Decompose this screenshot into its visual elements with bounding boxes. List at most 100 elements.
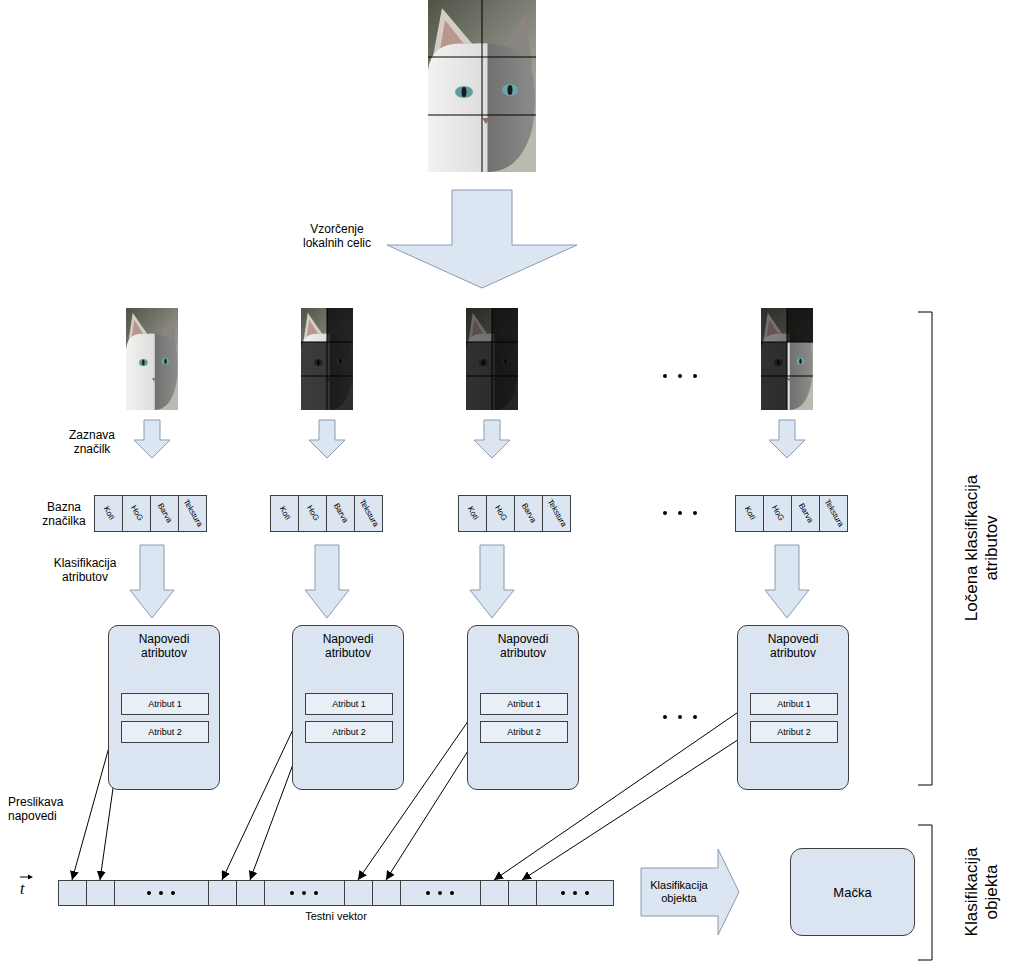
feature-cell: Tekstura xyxy=(354,495,383,532)
ellipsis-dot xyxy=(663,715,667,719)
feature-cell: Tekstura xyxy=(542,495,571,532)
panel-title: Napovedi atributov xyxy=(476,632,570,660)
feature-name: Barva xyxy=(155,502,173,525)
feature-cell: Koti xyxy=(94,495,123,532)
feature-cell: HoG xyxy=(763,495,792,532)
attribute-name: Atribut 1 xyxy=(507,699,541,710)
feature-name: Koti xyxy=(465,505,480,521)
feature-name: Tekstura xyxy=(545,498,568,529)
feature-name: Koti xyxy=(742,505,757,521)
cell-thumbnail xyxy=(301,308,353,410)
attribute-box: Atribut 2 xyxy=(121,721,209,743)
feature-name: Koti xyxy=(277,505,292,521)
flow-arrow xyxy=(765,545,809,618)
ellipsis-dot xyxy=(663,374,667,378)
attribute-name: Atribut 1 xyxy=(777,699,811,710)
attribute-box: Atribut 1 xyxy=(121,693,209,715)
cell-thumbnail xyxy=(761,308,813,410)
feature-cell: Koti xyxy=(458,495,487,532)
attribute-name: Atribut 2 xyxy=(777,727,811,738)
arrow-label: Klasifikacija objekta xyxy=(649,879,710,905)
feature-cell: Koti xyxy=(735,495,764,532)
panel-title: Napovedi atributov xyxy=(301,632,395,660)
bracket-label: Ločena klasifikacija atributov xyxy=(962,448,1002,648)
attribute-name: Atribut 2 xyxy=(148,727,182,738)
feature-cell: Barva xyxy=(326,495,355,532)
feature-cell: HoG xyxy=(122,495,151,532)
vector-caption: Testni vektor xyxy=(305,910,367,923)
cell-thumbnail xyxy=(126,308,178,410)
ellipsis-dot xyxy=(693,511,697,515)
prediction-panel: Napovedi atributovAtribut 1 Atribut 2 xyxy=(467,625,579,790)
attribute-box: Atribut 2 xyxy=(750,721,838,743)
step-label: Klasifikacija atributov xyxy=(44,556,126,584)
flow-arrow xyxy=(470,545,514,618)
vector-arrow-symbol xyxy=(20,875,33,880)
feature-name: HoG xyxy=(128,504,144,523)
attribute-box: Atribut 1 xyxy=(750,693,838,715)
feature-cell: Barva xyxy=(514,495,543,532)
attribute-name: Atribut 2 xyxy=(507,727,541,738)
prediction-panel: Napovedi atributovAtribut 1 Atribut 2 xyxy=(292,625,404,790)
flow-arrow xyxy=(130,545,174,618)
attribute-box: Atribut 1 xyxy=(480,693,568,715)
feature-name: Barva xyxy=(796,502,814,525)
vector-cells xyxy=(58,880,614,906)
feature-cell: Tekstura xyxy=(178,495,207,532)
attribute-name: Atribut 2 xyxy=(332,727,366,738)
panel-title: Napovedi atributov xyxy=(746,632,840,660)
feature-cell: Koti xyxy=(270,495,299,532)
feature-name: Barva xyxy=(519,502,537,525)
cell-thumbnail xyxy=(466,308,518,410)
attribute-name: Atribut 1 xyxy=(332,699,366,710)
prediction-arrow xyxy=(494,704,750,880)
flow-arrow xyxy=(769,420,805,458)
attribute-box: Atribut 2 xyxy=(480,721,568,743)
ellipsis-dot xyxy=(678,511,682,515)
feature-name: HoG xyxy=(492,504,508,523)
flow-arrow xyxy=(309,420,345,458)
bracket xyxy=(918,312,932,785)
feature-cell: Tekstura xyxy=(819,495,848,532)
vector-symbol: t xyxy=(20,879,34,898)
feature-cell: Barva xyxy=(791,495,820,532)
attribute-name: Atribut 1 xyxy=(148,699,182,710)
feature-name: Tekstura xyxy=(357,498,380,529)
bracket-label: Klasifikacija objekta xyxy=(962,832,1002,952)
class-box: Mačka xyxy=(790,848,915,936)
attribute-box: Atribut 2 xyxy=(305,721,393,743)
step-label: Zaznava značilk xyxy=(56,428,128,456)
attribute-box: Atribut 1 xyxy=(305,693,393,715)
cat-photo xyxy=(428,0,536,172)
feature-cell: HoG xyxy=(298,495,327,532)
flow-arrow xyxy=(305,545,349,618)
prediction-panel: Napovedi atributovAtribut 1 Atribut 2 xyxy=(737,625,849,790)
feature-cell: Barva xyxy=(150,495,179,532)
step-label: Vzorčenje lokalnih celic xyxy=(290,222,384,250)
ellipsis-dot xyxy=(693,374,697,378)
bracket xyxy=(918,825,932,960)
ellipsis-dot xyxy=(693,715,697,719)
feature-cell: HoG xyxy=(486,495,515,532)
ellipsis-dot xyxy=(663,511,667,515)
flow-arrow xyxy=(474,420,510,458)
block-arrow: Klasifikacija objekta xyxy=(640,848,740,936)
class-name: Mačka xyxy=(833,885,871,900)
feature-name: Barva xyxy=(331,502,349,525)
test-vector: Testni vektor xyxy=(58,880,614,906)
flow-arrow xyxy=(387,190,577,288)
prediction-panel: Napovedi atributovAtribut 1 Atribut 2 xyxy=(108,625,220,790)
step-label: Preslikava napovedi xyxy=(8,795,80,823)
feature-name: Tekstura xyxy=(181,498,204,529)
panel-title: Napovedi atributov xyxy=(117,632,211,660)
ellipsis-dot xyxy=(678,374,682,378)
feature-name: Koti xyxy=(101,505,116,521)
flow-arrow xyxy=(134,420,170,458)
step-label: Bazna značilka xyxy=(36,500,92,528)
ellipsis-dot xyxy=(678,715,682,719)
feature-name: Tekstura xyxy=(822,498,845,529)
feature-name: HoG xyxy=(304,504,320,523)
feature-name: HoG xyxy=(769,504,785,523)
